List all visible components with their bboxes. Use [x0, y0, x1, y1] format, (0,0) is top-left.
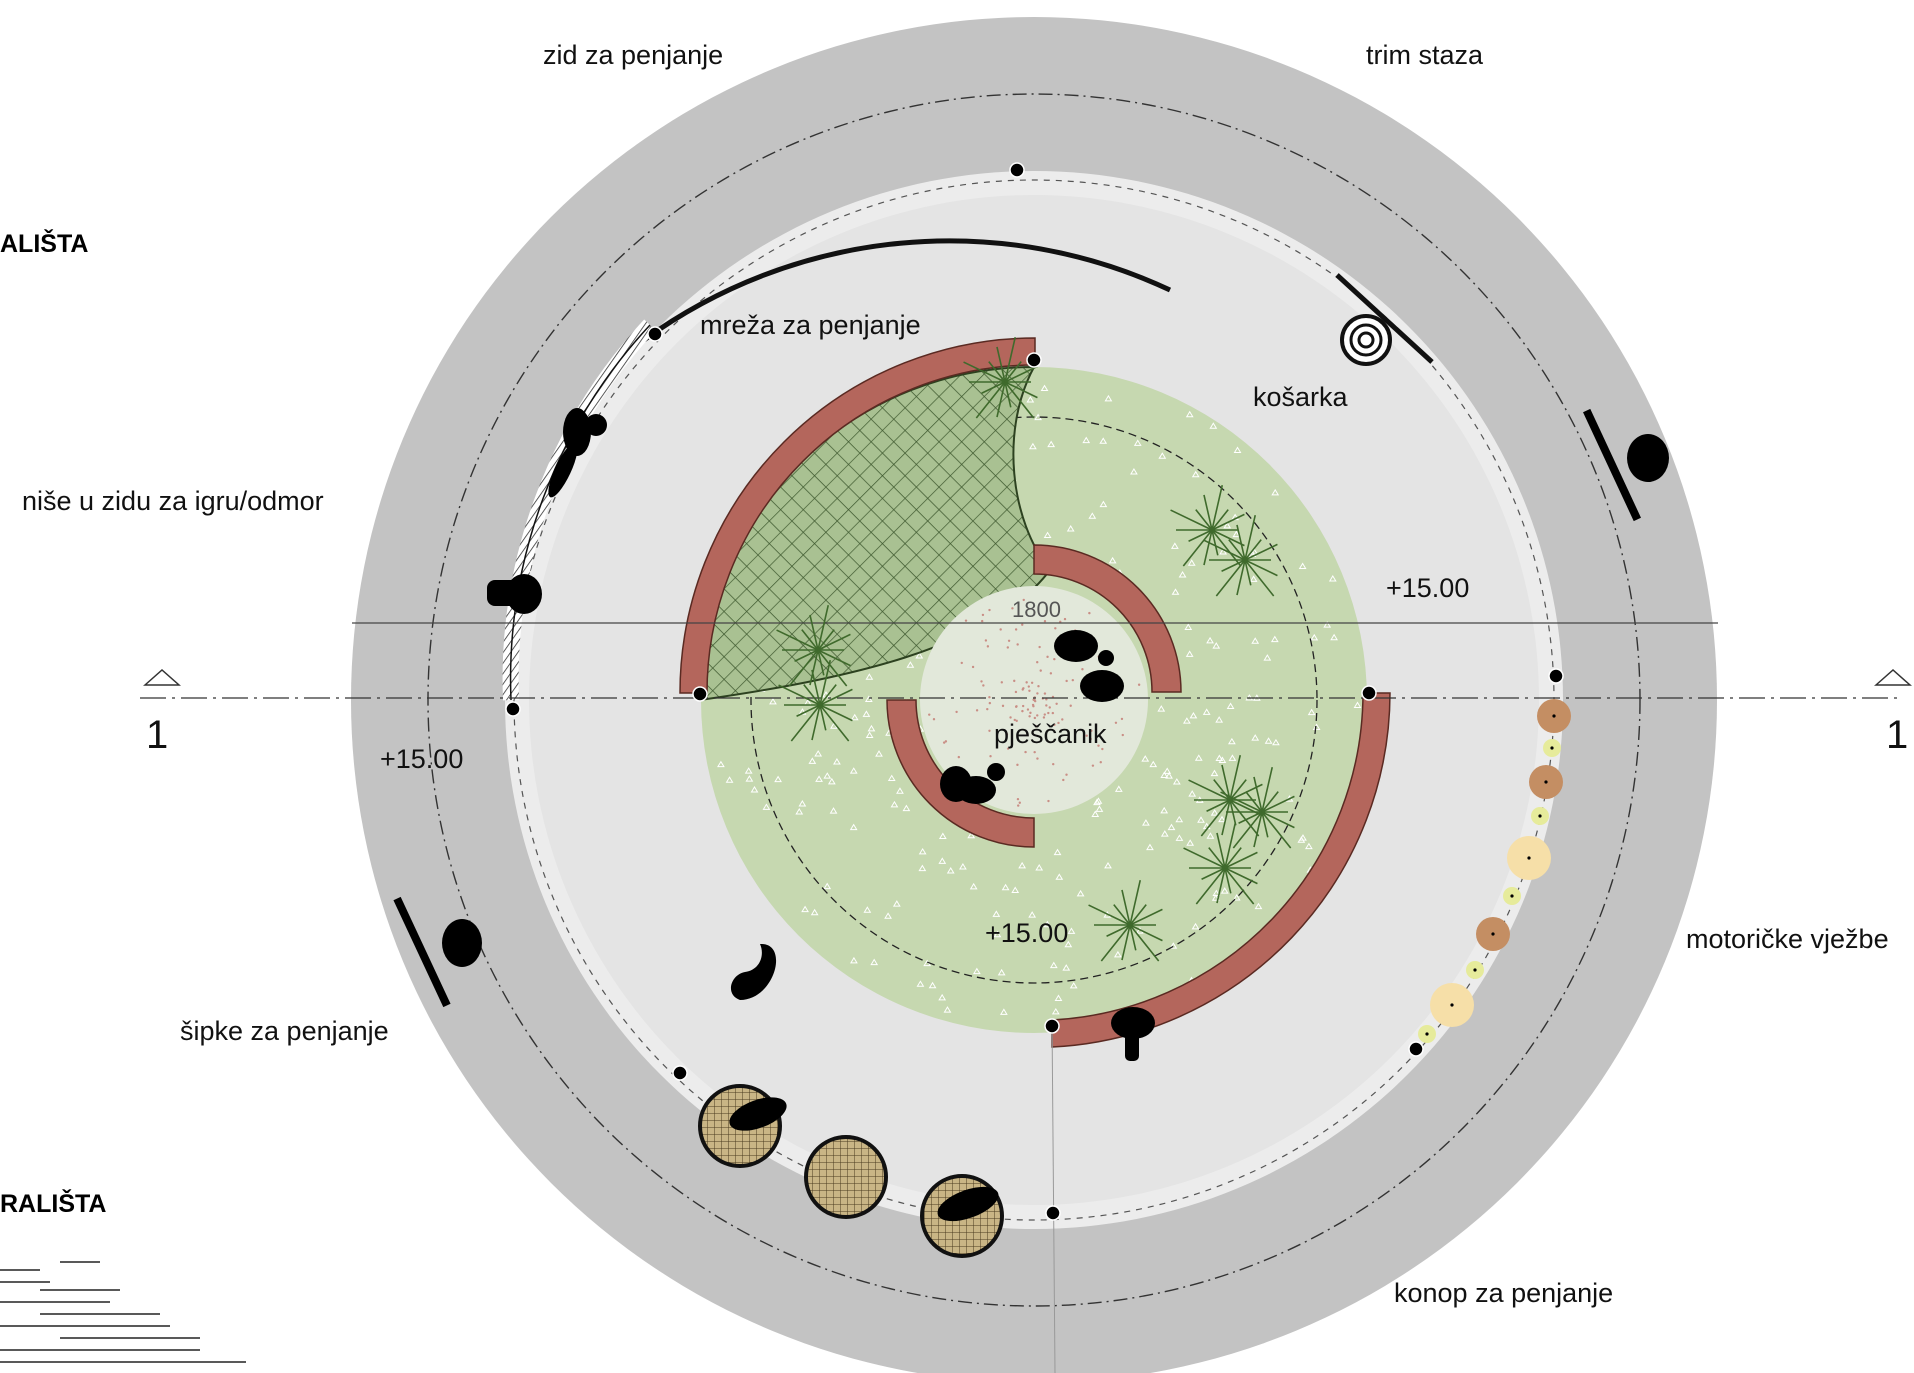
stepping-stone-icon [1537, 699, 1571, 733]
label-level-center: +15.00 [985, 918, 1068, 948]
stepping-disc-icon [804, 1135, 888, 1219]
heading-top-partial: ALIŠTA [0, 228, 88, 258]
red-wall-inner-right [1033, 544, 1182, 693]
label-level-left: +15.00 [380, 744, 463, 774]
stepping-stone-icon [1507, 836, 1551, 880]
person-silhouette-icon [393, 896, 482, 1008]
section-marker-right: 1 [1874, 668, 1912, 757]
section-marker-left: 1 [143, 668, 181, 757]
svg-text:1: 1 [146, 713, 168, 757]
label-sand-dim: 1800 [1012, 597, 1061, 622]
section-marker-triangle-icon [1874, 668, 1912, 686]
svg-text:1: 1 [1886, 713, 1908, 757]
stepping-stone-icon [1466, 961, 1484, 979]
person-silhouette-icon [940, 763, 1005, 804]
stepping-stones [1418, 699, 1571, 1043]
lawn-dashed-ring [750, 416, 1318, 984]
lower-axis-line [1051, 1019, 1056, 1373]
stepping-stone-icon [1543, 739, 1561, 757]
grass-plant-icon [1220, 766, 1295, 849]
label-climbing-rope: konop za penjanje [1394, 1278, 1613, 1308]
grass-plant-icon [963, 336, 1038, 419]
stepping-stone-icon [1418, 1025, 1436, 1043]
stepping-stone-icon [1531, 807, 1549, 825]
stepping-stone-icon [1430, 983, 1474, 1027]
label-motor-exercises: motoričke vježbe [1686, 924, 1889, 954]
person-silhouette-icon [1054, 630, 1124, 702]
grass-plant-icon [776, 604, 851, 687]
climbing-wall-arc [642, 238, 1172, 343]
path-dashdot-outer [427, 93, 1641, 1307]
heading-bottom-partial: RALIŠTA [0, 1188, 106, 1218]
grass-plant-icon [1088, 879, 1163, 962]
label-wall-niches: niše u zidu za igru/odmor [22, 486, 324, 516]
label-sandbox: pješčanik [994, 719, 1107, 749]
grass-plant-icon [1183, 822, 1258, 905]
person-silhouette-icon [1583, 408, 1669, 522]
red-wall-outer-top [679, 337, 1036, 694]
label-level-right: +15.00 [1386, 573, 1469, 603]
label-climbing-net: mreža za penjanje [700, 310, 921, 340]
silhouettes [393, 408, 1669, 1222]
label-climbing-bars: šipke za penjanje [180, 1016, 389, 1046]
tire-icon [1335, 273, 1434, 366]
label-climbing-wall: zid za penjanje [543, 40, 723, 70]
section-marker-triangle-icon [143, 668, 181, 686]
person-silhouette-icon [1111, 1007, 1155, 1061]
red-wall-inner-left [886, 699, 1035, 848]
grass-plant-icon [1170, 484, 1245, 567]
label-fitness-trail: trim staza [1366, 40, 1484, 70]
stepping-stone-icon [1476, 917, 1510, 951]
scale-hatch-fragment [0, 1261, 246, 1363]
person-silhouette-icon [487, 574, 542, 614]
plants [776, 336, 1295, 962]
person-silhouette-icon [729, 1097, 787, 1131]
person-silhouette-icon [548, 408, 607, 498]
stepping-stone-icon [1503, 887, 1521, 905]
stepping-stone-icon [1529, 765, 1563, 799]
grass-plant-icon [778, 659, 853, 742]
person-silhouette-icon [730, 943, 777, 1000]
grass-plant-icon [1203, 514, 1278, 597]
person-silhouette-icon [937, 1186, 999, 1222]
label-basketball: košarka [1253, 382, 1349, 412]
nodes [505, 162, 1564, 1221]
